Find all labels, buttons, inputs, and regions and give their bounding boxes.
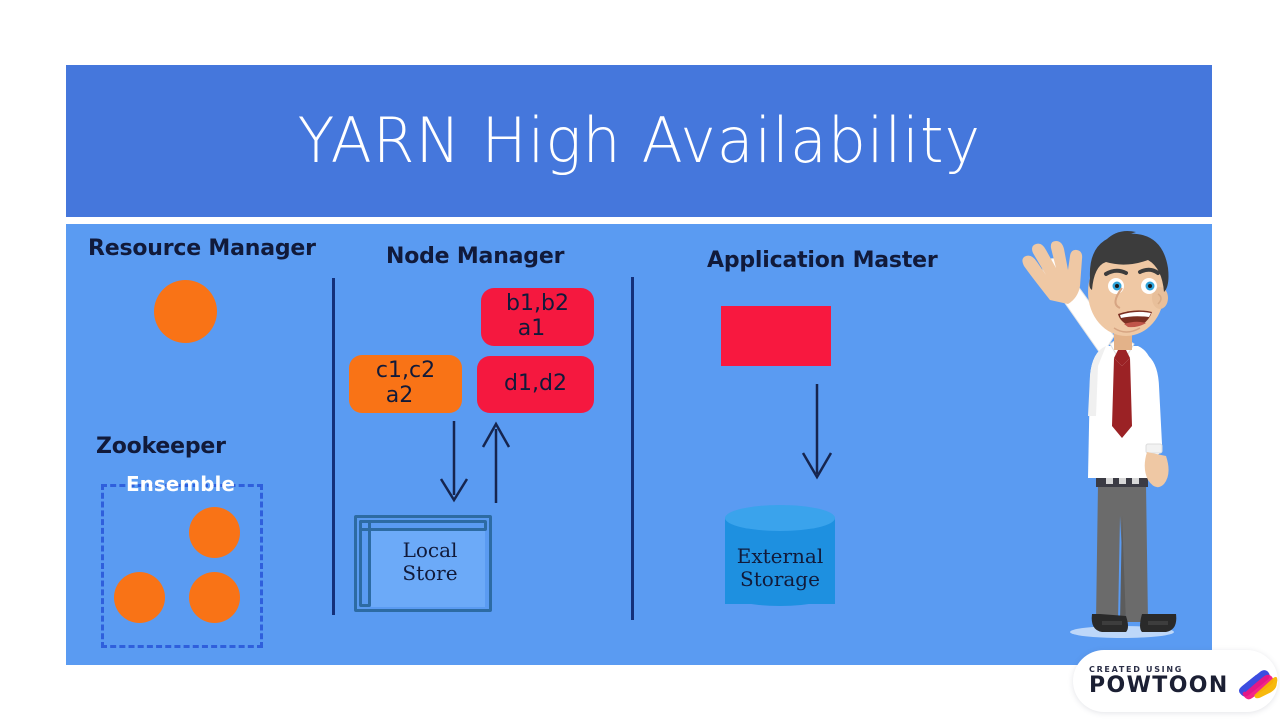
resource-manager-node bbox=[154, 280, 217, 343]
application-master-box bbox=[721, 306, 831, 366]
container-label-line1: d1,d2 bbox=[504, 371, 567, 397]
slide-header-banner: YARN High Availability bbox=[66, 65, 1212, 217]
arrow-down-to-external-storage bbox=[801, 384, 833, 480]
container-label-line2: a1 bbox=[517, 316, 546, 341]
section-heading-node-manager: Node Manager bbox=[386, 244, 565, 269]
powtoon-text-group: CREATED USING POWTOON bbox=[1089, 665, 1229, 697]
powtoon-watermark-badge[interactable]: CREATED USING POWTOON bbox=[1073, 650, 1278, 712]
cylinder-body bbox=[725, 518, 835, 604]
container-label-line1: c1,c2 bbox=[375, 358, 436, 384]
section-heading-resource-manager: Resource Manager bbox=[88, 236, 316, 261]
container-box-c1c2-a2: c1,c2 a2 bbox=[349, 355, 462, 413]
ensemble-label: Ensemble bbox=[126, 472, 235, 496]
powtoon-brand-label: POWTOON bbox=[1089, 673, 1229, 698]
divider-right bbox=[631, 277, 634, 620]
zookeeper-node-1 bbox=[189, 507, 240, 558]
local-store-label-line2: Store bbox=[402, 561, 458, 585]
waving-businessman-illustration bbox=[1022, 231, 1177, 638]
arrow-up-from-local-store bbox=[481, 421, 511, 503]
zookeeper-node-2 bbox=[114, 572, 165, 623]
section-heading-application-master: Application Master bbox=[707, 248, 938, 273]
local-store-label-line1: Local bbox=[402, 538, 458, 562]
external-storage-cylinder: External Storage bbox=[725, 505, 835, 617]
zookeeper-ensemble-box bbox=[101, 484, 263, 648]
powtoon-logo-icon bbox=[1238, 670, 1278, 700]
arrow-down-to-local-store bbox=[439, 421, 469, 503]
page-title: YARN High Availability bbox=[297, 104, 981, 177]
local-store-inner bbox=[371, 531, 485, 607]
local-store-label: Local Store bbox=[374, 539, 486, 585]
external-storage-label: External Storage bbox=[725, 545, 835, 591]
diagram-panel: Resource Manager Zookeeper Ensemble Node… bbox=[66, 224, 1212, 665]
section-heading-zookeeper: Zookeeper bbox=[96, 434, 226, 459]
container-label-line1: b1,b2 bbox=[506, 291, 569, 317]
local-store-window: Local Store bbox=[354, 515, 492, 612]
zookeeper-node-3 bbox=[189, 572, 240, 623]
container-box-d1d2: d1,d2 bbox=[477, 356, 594, 413]
divider-left bbox=[332, 278, 335, 615]
local-store-titlebar bbox=[359, 520, 487, 531]
external-storage-label-line2: Storage bbox=[740, 567, 820, 591]
container-label-line2: a2 bbox=[385, 383, 414, 408]
container-box-b1b2-a1: b1,b2 a1 bbox=[481, 288, 594, 346]
cylinder-top bbox=[725, 505, 835, 531]
powtoon-created-using-label: CREATED USING bbox=[1089, 665, 1184, 674]
local-store-sidebar bbox=[359, 520, 371, 607]
external-storage-label-line1: External bbox=[736, 544, 824, 568]
